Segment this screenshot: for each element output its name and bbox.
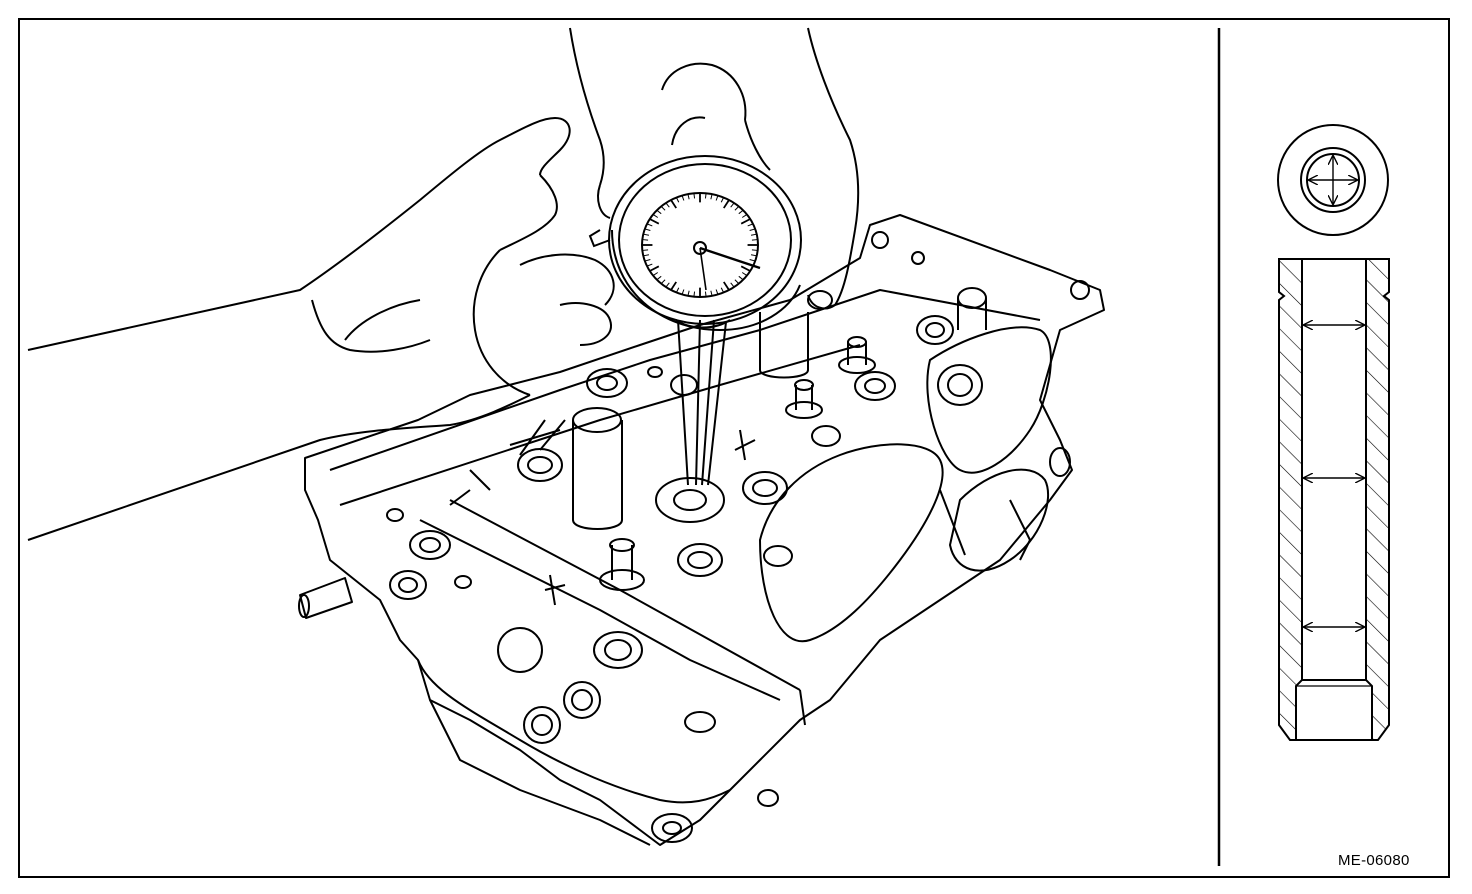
dial-tick [675,197,680,203]
dial-tick [642,249,649,251]
dial-tick [643,254,650,257]
dial-tick [660,206,666,211]
dial-tick [644,258,651,262]
dial-tick [643,233,650,236]
figure-code: ME-06080 [1338,852,1410,869]
valve-guide-end-view [1277,124,1389,236]
dial-tick [740,218,751,225]
dial-tick [749,258,756,262]
figure-border [18,18,1450,878]
valve-guide-icon [1277,124,1390,741]
dial-tick [704,291,707,297]
dial-tick [738,209,744,215]
cylinder-head [298,214,1105,846]
dial-tick [670,281,677,291]
dial-tick [734,206,740,211]
dial-tick [740,265,751,272]
dial-tick [652,272,659,276]
dial-tick [723,199,730,209]
dial-tick [670,199,677,209]
dial-tick [751,249,758,251]
dial-tick [730,202,735,208]
dial-tick-marks [642,193,758,297]
dial-tick [681,289,685,295]
dial-tick [646,263,653,267]
dial-tick [665,282,670,288]
dial-tick [751,239,758,241]
dial-tick [720,287,725,293]
dial-tick [649,265,660,272]
dial-tick [652,214,659,218]
dial-tick [720,197,725,203]
dial-tick [750,254,757,257]
dial-tick [681,195,685,201]
dial-tick [693,291,696,297]
dial-tick [665,202,670,208]
dial-tick [747,223,754,227]
dial-tick [710,194,713,200]
dial-tick [723,281,730,291]
dial-tick [687,290,690,296]
dial-tick [715,195,719,201]
dial-tick [710,290,713,296]
dial-tick [675,287,680,293]
dial-tick [734,279,740,284]
dial-tick [730,282,735,288]
dial-tick [741,272,748,276]
dial-tick [642,239,649,241]
hand-icon [569,27,860,310]
dial-tick [715,289,719,295]
dial-tick [646,223,653,227]
dial-tick [693,193,696,199]
dial-tick [687,194,690,200]
dial-tick [644,228,651,232]
dial-tick [747,263,754,267]
hand-icon [27,117,615,541]
dial-tick [750,233,757,236]
dial-tick [656,275,662,281]
dial-tick [660,279,666,284]
valve-guide-cross-section [1278,258,1390,741]
dial-tick [741,214,748,218]
dial-tick [749,228,756,232]
dial-tick [738,275,744,281]
dial-tick [656,209,662,215]
dial-tick [649,218,660,225]
dial-tick [704,193,707,199]
